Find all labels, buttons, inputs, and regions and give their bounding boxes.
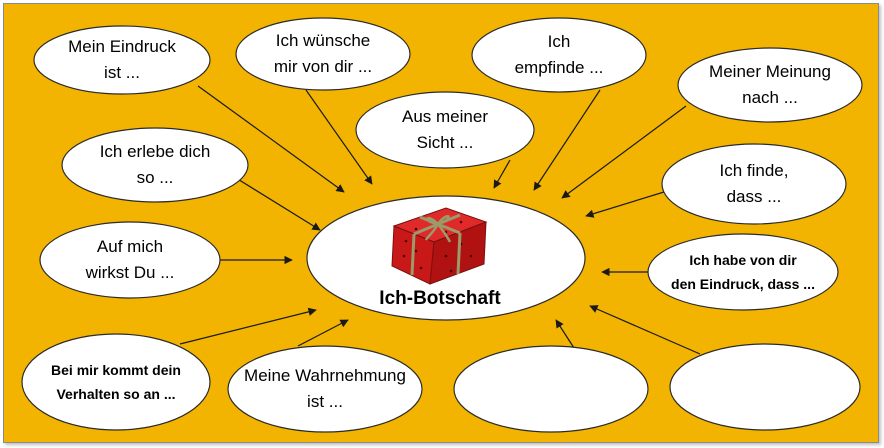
bubble-line: mir von dir ... bbox=[273, 57, 373, 76]
bubble-ich-erlebe: Ich erlebe dich so ... bbox=[62, 128, 248, 202]
bubble-line: Bei mir kommt dein bbox=[51, 362, 181, 378]
ellipse-ich-habe-eindruck bbox=[647, 233, 839, 311]
gift-box-icon bbox=[391, 207, 488, 285]
arrow-from-bei-mir-kommt bbox=[179, 307, 317, 345]
bubble-auf-mich: Auf mich wirkst Du ... bbox=[40, 222, 220, 298]
ellipse-ich-empfinde bbox=[471, 17, 647, 93]
ellipse-aus-meiner-sicht bbox=[355, 91, 535, 169]
ellipse-mein-eindruck bbox=[33, 25, 211, 95]
bubble-line: empfinde ... bbox=[514, 58, 604, 77]
bubble-line: dass ... bbox=[726, 187, 782, 206]
ellipse-meine-wahrnehmung bbox=[227, 345, 423, 433]
ellipse-auf-mich bbox=[39, 221, 221, 299]
arrow-from-aus-meiner-sicht bbox=[493, 159, 511, 189]
bubble-ich-empfinde: Ich empfinde ... bbox=[472, 18, 646, 92]
bubble-meine-wahrnehmung: Meine Wahrnehmung ist ... bbox=[228, 346, 422, 432]
background-panel bbox=[3, 3, 879, 443]
ellipse-empty-right bbox=[669, 343, 861, 431]
arrow-from-mein-eindruck bbox=[197, 85, 345, 193]
ellipse-meiner-meinung bbox=[677, 47, 863, 123]
arrow-from-meiner-meinung bbox=[561, 105, 687, 199]
bubble-empty-right bbox=[670, 344, 860, 430]
bubble-meiner-meinung: Meiner Meinung nach ... bbox=[678, 48, 862, 122]
arrow-from-ich-erlebe bbox=[235, 177, 321, 231]
bubble-ich-wuensche: Ich wünsche mir von dir ... bbox=[236, 18, 410, 90]
bubble-ich-habe-eindruck: Ich habe von dir den Eindruck, dass ... bbox=[648, 234, 838, 310]
ellipse-ich-wuensche bbox=[235, 17, 411, 91]
bubble-line: ist ... bbox=[104, 63, 140, 82]
bubble-line: den Eindruck, dass ... bbox=[671, 276, 815, 292]
arrow-from-ich-empfinde bbox=[533, 89, 601, 191]
bubble-line: so ... bbox=[136, 168, 174, 187]
arrow-group bbox=[179, 85, 701, 355]
bubble-line: Meine Wahrnehmung bbox=[244, 366, 406, 385]
ellipse-empty-left bbox=[453, 345, 649, 433]
bubble-line: Auf mich bbox=[96, 237, 164, 256]
bubble-line: wirkst Du ... bbox=[85, 263, 175, 282]
bubble-line: Ich wünsche bbox=[275, 31, 371, 50]
bubble-line: nach ... bbox=[742, 88, 798, 107]
bubble-empty-left bbox=[454, 346, 648, 432]
bubble-aus-meiner-sicht: Aus meiner Sicht ... bbox=[356, 92, 534, 168]
bubble-line: Aus meiner bbox=[402, 107, 488, 126]
bubble-line: Ich habe von dir bbox=[689, 252, 797, 268]
ellipse-bei-mir-kommt bbox=[21, 333, 211, 431]
arrow-from-empty-right bbox=[589, 305, 701, 355]
bubble-line: Mein Eindruck bbox=[68, 37, 176, 56]
ellipse-ich-erlebe bbox=[61, 127, 249, 203]
ellipse-ich-finde bbox=[661, 143, 847, 225]
bubble-line: Sicht ... bbox=[416, 133, 474, 152]
arrow-from-ich-wuensche bbox=[305, 89, 373, 185]
bubble-line: Verhalten so an ... bbox=[56, 386, 176, 402]
center-title: Ich-Botschaft bbox=[379, 288, 501, 309]
bubble-bei-mir-kommt: Bei mir kommt dein Verhalten so an ... bbox=[22, 334, 210, 430]
arrow-from-meine-wahrnehmung bbox=[297, 319, 349, 347]
bubble-line: Ich erlebe dich bbox=[99, 142, 211, 161]
bubble-mein-eindruck: Mein Eindruck ist ... bbox=[34, 26, 210, 94]
bubble-line: Ich bbox=[547, 32, 571, 51]
arrow-from-ich-finde bbox=[585, 191, 665, 218]
bubble-line: Ich finde, bbox=[719, 161, 789, 180]
bubble-line: ist ... bbox=[307, 392, 343, 411]
bubble-ich-finde: Ich finde, dass ... bbox=[662, 144, 846, 224]
bubble-line: Meiner Meinung bbox=[709, 62, 831, 81]
arrow-from-empty-left bbox=[555, 319, 575, 349]
